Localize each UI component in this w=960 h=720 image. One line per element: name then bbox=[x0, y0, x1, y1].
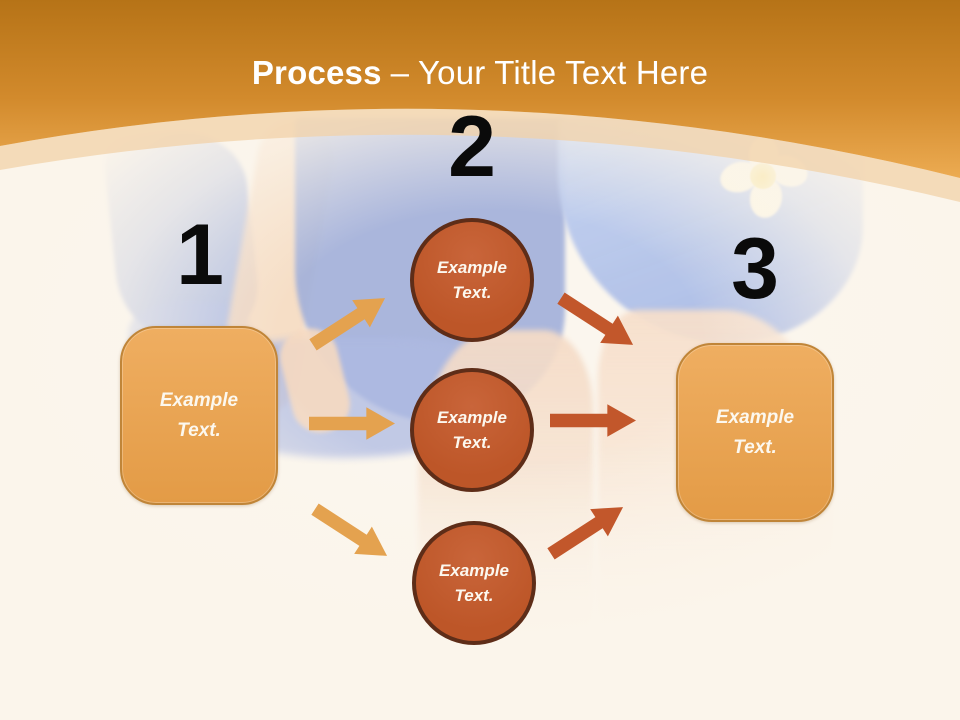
step-number-2[interactable]: 2 bbox=[448, 99, 496, 195]
step-box-3-label-line1: Example bbox=[715, 407, 795, 429]
process-circle-1-label-line2: Text. bbox=[452, 283, 492, 302]
arrow-shape bbox=[550, 404, 636, 437]
arrow-box1-to-circle3 bbox=[311, 503, 388, 556]
header-band bbox=[0, 0, 960, 202]
step-number-3[interactable]: 3 bbox=[731, 221, 779, 317]
arrow-shape bbox=[309, 298, 386, 351]
step-box-1-label-line1: Example bbox=[159, 390, 239, 412]
process-circle-3[interactable]: Example Text. bbox=[412, 521, 536, 645]
process-circle-2-label-line1: Example bbox=[437, 407, 507, 427]
process-circle-2-label-line2: Text. bbox=[452, 433, 492, 452]
title-bold-text: Process bbox=[251, 54, 382, 91]
arrow-box1-to-circle1 bbox=[309, 298, 386, 351]
title-rest-text: – Your Title Text Here bbox=[390, 54, 709, 91]
arrow-shape bbox=[311, 503, 388, 556]
arrow-circle3-to-box3 bbox=[547, 507, 624, 560]
arrow-shape bbox=[309, 407, 395, 440]
arrow-circle1-to-box3 bbox=[557, 292, 634, 345]
process-circle-3-label-line1: Example bbox=[439, 560, 509, 580]
process-circle-1[interactable]: Example Text. bbox=[410, 218, 534, 342]
process-circle-1-label-line1: Example bbox=[437, 257, 507, 277]
step-box-1-label-line2: Text. bbox=[177, 419, 221, 441]
step-number-1[interactable]: 1 bbox=[176, 207, 224, 303]
step-box-1[interactable]: Example Text. bbox=[120, 326, 278, 505]
process-circle-2[interactable]: Example Text. bbox=[410, 368, 534, 492]
arrow-shape bbox=[557, 292, 634, 345]
arrow-circle2-to-box3 bbox=[550, 404, 636, 437]
arrow-box1-to-circle2 bbox=[309, 407, 395, 440]
step-box-3-label-line2: Text. bbox=[733, 436, 777, 458]
header-peach-arc bbox=[0, 108, 960, 202]
arrow-shape bbox=[547, 507, 624, 560]
slide-title[interactable]: Process– Your Title Text Here bbox=[0, 54, 960, 92]
process-circle-3-label-line2: Text. bbox=[454, 586, 494, 605]
header-arc bbox=[0, 0, 960, 178]
step-box-3[interactable]: Example Text. bbox=[676, 343, 834, 522]
